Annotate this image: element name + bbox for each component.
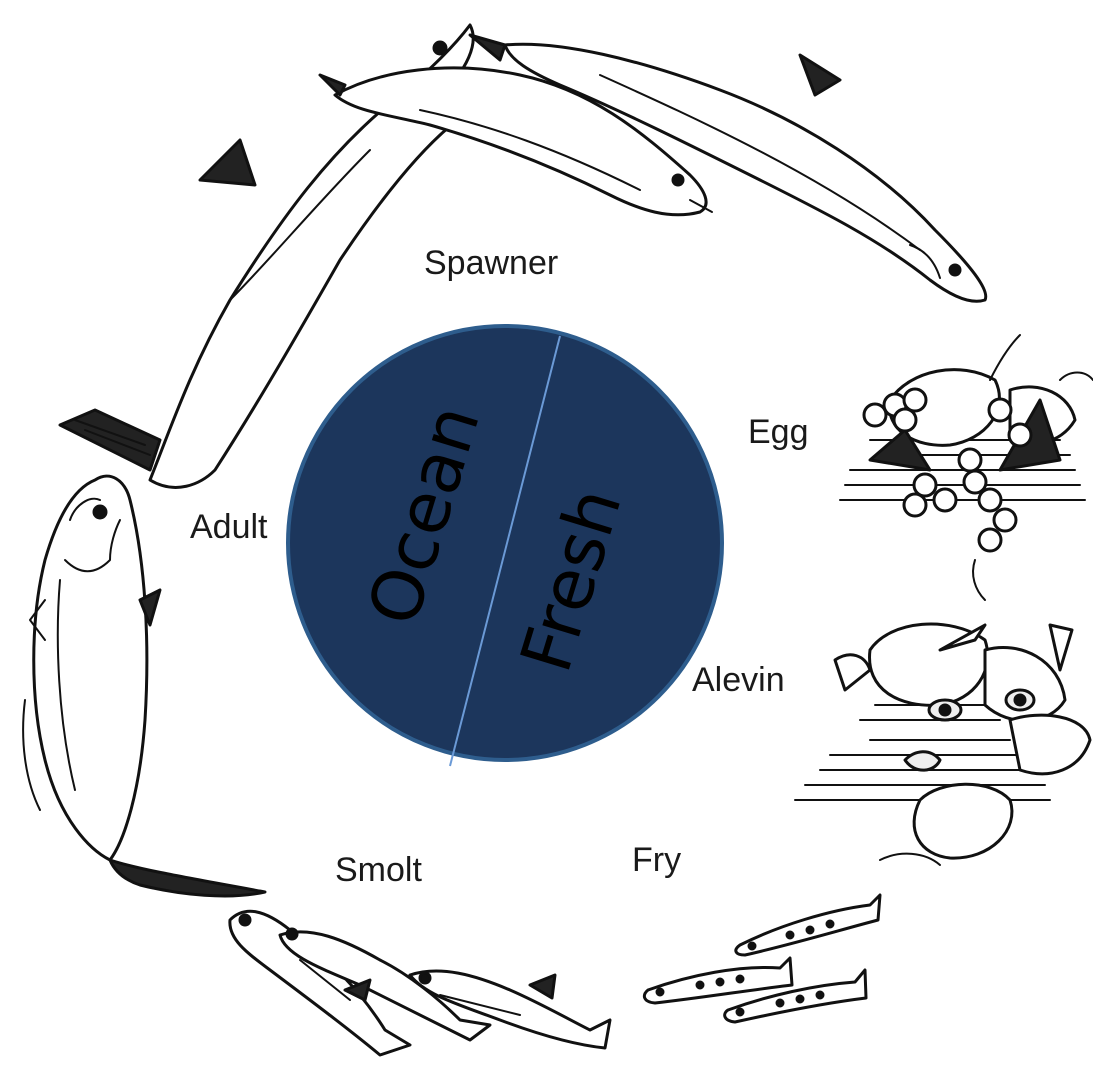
stage-label-fry: Fry — [632, 843, 681, 877]
habitat-circle-fill — [288, 326, 722, 760]
stage-label-alevin: Alevin — [692, 663, 785, 697]
stage-label-egg: Egg — [748, 415, 809, 449]
stage-label-smolt: Smolt — [335, 853, 422, 887]
stage-label-spawner: Spawner — [424, 246, 558, 280]
stage-label-adult: Adult — [190, 510, 268, 544]
